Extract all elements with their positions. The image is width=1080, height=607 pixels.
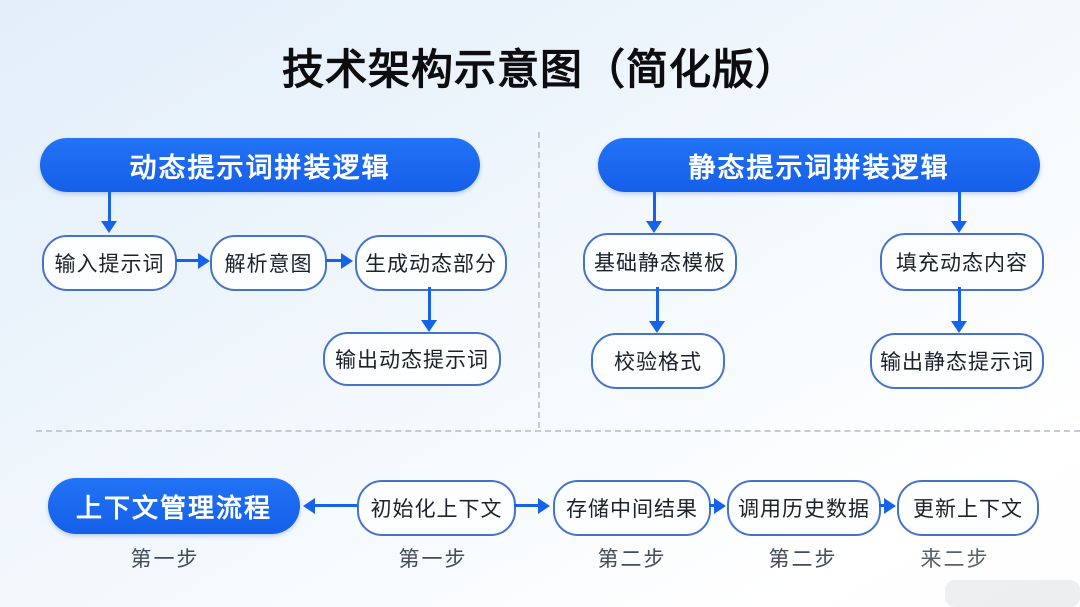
node-input-prompt: 输入提示词 — [42, 235, 177, 291]
step-label-3: 第二步 — [597, 548, 667, 571]
node-output-dynamic-prompt: 输出动态提示词 — [323, 332, 501, 386]
node-parse-intent: 解析意图 — [210, 235, 327, 291]
node-generate-dynamic: 生成动态部分 — [355, 235, 507, 291]
watermark-blob — [945, 580, 1080, 607]
node-update-context: 更新上下文 — [897, 480, 1039, 536]
context-section-header: 上下文管理流程 — [48, 478, 300, 534]
node-validate-format: 校验格式 — [591, 333, 725, 389]
node-init-context: 初始化上下文 — [357, 480, 516, 536]
step-label-5: 来二步 — [920, 548, 990, 571]
dynamic-section-header: 动态提示词拼装逻辑 — [40, 138, 480, 192]
static-section-header: 静态提示词拼装逻辑 — [598, 138, 1040, 192]
horizontal-divider — [36, 430, 1080, 432]
node-base-static-template: 基础静态模板 — [583, 233, 737, 291]
vertical-divider — [538, 132, 540, 428]
node-recall-history: 调用历史数据 — [727, 480, 881, 536]
page-title: 技术架构示意图（简化版） — [281, 46, 798, 93]
step-label-4: 第二步 — [768, 548, 838, 571]
node-store-intermediate: 存储中间结果 — [553, 480, 711, 536]
node-output-static-prompt: 输出静态提示词 — [870, 333, 1044, 389]
node-fill-dynamic-content: 填充动态内容 — [880, 233, 1044, 291]
step-label-2: 第一步 — [398, 548, 468, 571]
step-label-1: 第一步 — [130, 548, 200, 571]
